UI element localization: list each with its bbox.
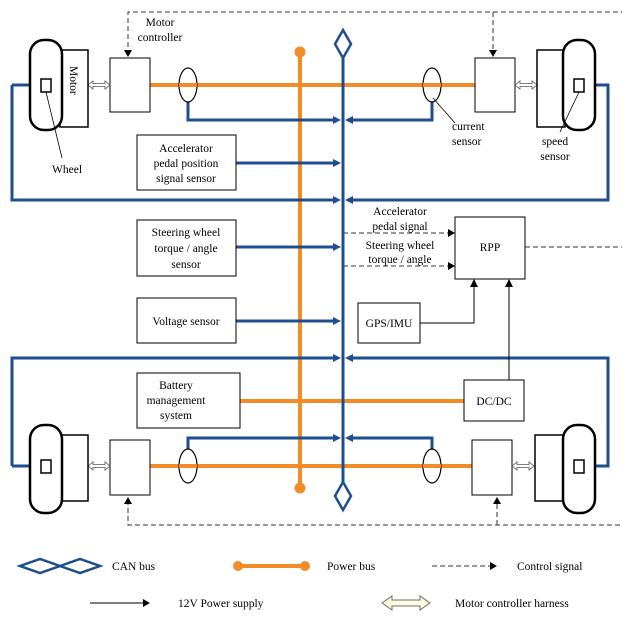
speed-sensor-label-2: sensor xyxy=(540,151,570,163)
motor-controller-bl xyxy=(109,439,151,496)
can-cs-br xyxy=(351,436,434,452)
voltage-sensor-label: Voltage sensor xyxy=(152,316,219,328)
power-bus-top-node xyxy=(294,46,306,58)
power-bus-bottom-node xyxy=(294,482,306,494)
motor-label: Motor xyxy=(67,66,79,95)
gps-imu-box xyxy=(357,302,421,344)
control-signal-bottom xyxy=(127,500,622,526)
can-left-top-loop xyxy=(10,85,335,202)
component-boxes xyxy=(136,134,526,429)
wheel-bl xyxy=(28,423,89,515)
legend-control-signal-label: Control signal xyxy=(517,561,583,573)
steering-signal-label-2: torque / angle xyxy=(368,254,431,266)
harness-connectors xyxy=(87,80,538,471)
motor-controller-br xyxy=(471,439,513,496)
legend-12v-swatch xyxy=(90,599,150,607)
motor-controller-tr xyxy=(474,57,516,113)
bms-label-1: Battery xyxy=(159,380,193,392)
current-sensor-label-2: sensor xyxy=(452,136,482,148)
accel-sensor-label-3: signal sensor xyxy=(156,173,216,185)
motor-controller-label-1: Motor xyxy=(146,17,175,29)
gps-to-rpp xyxy=(420,283,475,324)
can-arrowheads xyxy=(333,116,353,442)
speed-sensor-leader xyxy=(559,91,580,133)
power-supply-12v xyxy=(420,283,510,380)
dcdc-label: DC/DC xyxy=(476,396,511,408)
legend-power-bus-label: Power bus xyxy=(327,561,376,573)
voltage-sensor-box xyxy=(136,297,237,344)
steering-sensor-label-2: torque / angle xyxy=(154,243,217,255)
can-cs-bl xyxy=(186,436,335,452)
legend-harness-label: Motor controller harness xyxy=(455,598,569,610)
legend-power-bus-swatch xyxy=(233,561,310,571)
wheel-br xyxy=(534,423,597,515)
speed-sensor-marker-tl xyxy=(40,78,52,93)
can-bus xyxy=(10,58,610,482)
power-bus xyxy=(150,52,475,488)
steering-sensor-box xyxy=(136,219,237,277)
legend-can-bus-swatch xyxy=(16,557,104,575)
accel-signal-label-2: pedal signal xyxy=(372,221,427,233)
can-right-top-loop xyxy=(351,83,610,202)
current-sensor-label-1: current xyxy=(452,121,485,133)
wheel-tl xyxy=(28,38,89,132)
harness-tl xyxy=(87,80,111,90)
speed-sensor-marker-br xyxy=(573,459,585,474)
current-sensor-leader xyxy=(432,97,456,124)
can-left-bottom-loop xyxy=(10,356,335,466)
control-signal-lines xyxy=(127,11,622,526)
legend: CAN bus Power bus Control signal 12V Pow… xyxy=(16,557,583,611)
harness-bl xyxy=(87,461,111,471)
gps-imu-label: GPS/IMU xyxy=(366,318,413,330)
motor-controller-label-2: controller xyxy=(138,32,183,44)
rpp-box xyxy=(454,216,526,280)
accel-sensor-box xyxy=(136,134,237,191)
can-cs-tr xyxy=(351,102,434,122)
wheel-label: Wheel xyxy=(52,164,82,176)
accel-sensor-label-2: pedal position xyxy=(154,158,219,170)
steering-signal-label-1: Steering wheel xyxy=(366,240,435,252)
speed-sensor-label-1: speed xyxy=(542,136,568,148)
speed-sensor-marker-tr xyxy=(573,78,585,93)
motor-block-tr xyxy=(536,49,566,128)
speed-sensor-marker-bl xyxy=(40,459,52,474)
can-bus-top-terminator xyxy=(333,27,353,61)
bms-label-2: management xyxy=(147,395,207,407)
dcdc-box xyxy=(463,379,525,422)
bms-label-3: system xyxy=(160,410,192,422)
accel-sensor-label-1: Accelerator xyxy=(159,143,213,155)
rpp-label: RPP xyxy=(480,242,500,254)
can-right-bottom-loop xyxy=(351,356,610,468)
harness-tr xyxy=(514,80,538,90)
motor-block-br xyxy=(534,434,564,502)
legend-12v-label: 12V Power supply xyxy=(178,598,264,610)
legend-control-signal-swatch xyxy=(432,562,497,570)
can-bus-bottom-terminator xyxy=(333,479,353,513)
harness-br xyxy=(511,461,535,471)
steering-sensor-label-1: Steering wheel xyxy=(152,227,221,239)
legend-harness-swatch xyxy=(381,595,431,611)
legend-can-bus-label: CAN bus xyxy=(112,561,156,573)
can-cs-tl xyxy=(186,102,335,122)
wheel-tr xyxy=(536,38,597,132)
steering-sensor-label-3: sensor xyxy=(171,259,201,271)
accel-signal-label-1: Accelerator xyxy=(373,206,427,218)
motor-controller-tl xyxy=(109,57,151,113)
control-signal-top xyxy=(127,11,494,55)
motor-controllers xyxy=(109,57,516,496)
control-signal-arrowheads xyxy=(124,50,501,504)
motor-block-bl xyxy=(59,434,89,502)
wheel-leader xyxy=(45,91,63,159)
bms-box xyxy=(136,372,241,429)
